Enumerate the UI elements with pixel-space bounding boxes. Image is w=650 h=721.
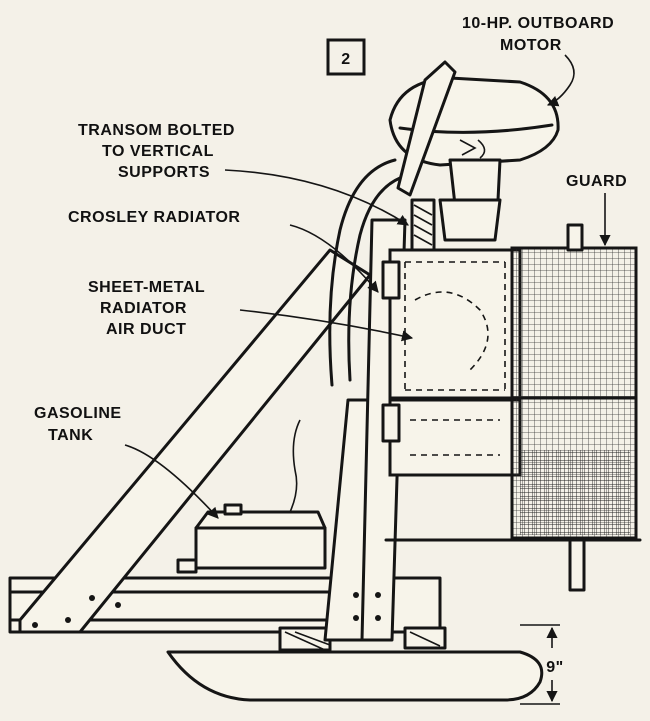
leader-lines (124, 54, 611, 519)
arrow-icon (224, 169, 409, 226)
figure-number: 2 (341, 51, 350, 68)
outboard-motor (388, 60, 560, 242)
ski (166, 650, 544, 702)
arrow-icon (124, 444, 219, 519)
label-duct-line1: SHEET-METAL (88, 279, 205, 296)
label-tank-line2: TANK (48, 427, 93, 444)
label-guard: GUARD (566, 173, 627, 190)
transom (410, 198, 436, 252)
dimension-label: 9" (546, 659, 563, 676)
label-outboard-line1: 10-HP. OUTBOARD (462, 15, 614, 32)
crosley-radiator (381, 248, 522, 477)
label-transom-line2: TO VERTICAL (102, 143, 214, 160)
figure-number-box: 2 (326, 38, 366, 76)
dimension-marker: 9" (520, 624, 563, 705)
label-transom-line1: TRANSOM BOLTED (78, 122, 235, 139)
guard (384, 223, 642, 592)
arrow-icon (289, 224, 379, 293)
label-crosley-radiator: CROSLEY RADIATOR (68, 209, 240, 226)
label-tank-line1: GASOLINE (34, 405, 122, 422)
arrow-icon (239, 309, 414, 342)
arrow-icon (546, 54, 575, 107)
label-duct-line3: AIR DUCT (106, 321, 186, 338)
label-transom-line3: SUPPORTS (118, 164, 210, 181)
diagonal-brace (18, 248, 372, 634)
gasoline-tank (176, 419, 327, 574)
hose (328, 158, 397, 387)
label-outboard-line2: MOTOR (500, 37, 562, 54)
label-duct-line2: RADIATOR (100, 300, 187, 317)
